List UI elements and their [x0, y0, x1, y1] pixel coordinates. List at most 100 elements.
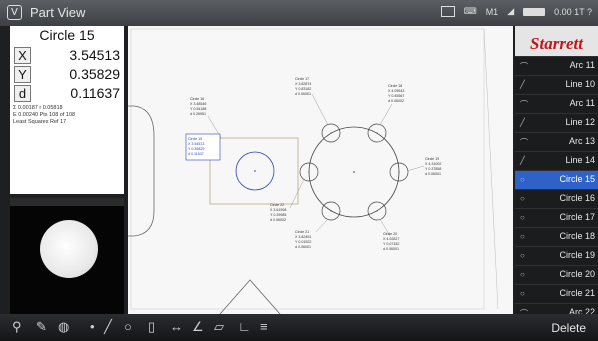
line-tool-icon[interactable]: ╱: [104, 319, 112, 334]
globe-tool-icon[interactable]: ◍: [58, 319, 70, 334]
label-c17-y: Y 0.83182: [295, 87, 311, 91]
window-title: Part View: [30, 5, 86, 20]
feature-list-item-label: Arc 11: [569, 60, 595, 70]
readout-row-d: d 0.11637: [14, 85, 122, 102]
label-c21-title: Circle 21: [295, 230, 309, 234]
feature-list-item[interactable]: ╱ Line 10: [515, 75, 598, 94]
label-c19-d: d 0.06001: [425, 172, 441, 176]
circle-tool-icon[interactable]: ○: [124, 319, 132, 334]
feature-list-item-label: Circle 18: [559, 231, 595, 241]
part-view-canvas[interactable]: Circle 15 X 3.54513 Y 0.35829 d 0.11637 …: [128, 26, 513, 314]
feature-list-item-label: Arc 22: [568, 307, 595, 314]
arc-icon: ⌒: [520, 138, 528, 147]
axis-button-x[interactable]: X: [14, 47, 31, 64]
label-c21-y: Y 0.01522: [295, 240, 311, 244]
line-icon: ╱: [520, 80, 525, 89]
label-c18-x: X 4.09543: [388, 89, 404, 93]
circle-15-label-box: [185, 133, 221, 161]
part-drawing: Circle 15 X 3.54513 Y 0.35829 d 0.11637 …: [128, 28, 499, 314]
feature-list-item[interactable]: ⌒ Arc 13: [515, 132, 598, 151]
logo-area: Starrett: [515, 26, 598, 56]
feature-list-item-label: Arc 11: [569, 98, 595, 108]
distance-tool-icon[interactable]: ↔: [170, 319, 183, 334]
label-c20-d: d 0.06001: [383, 247, 399, 251]
label-c16-title: Circle 16: [190, 97, 204, 101]
readout-value-d: 0.11637: [70, 85, 120, 101]
label-c22-y: Y 0.39985: [270, 213, 286, 217]
camera-part-image: [40, 220, 98, 278]
feature-list-item[interactable]: ○Circle 20: [515, 265, 598, 284]
label-c18-y: Y 0.45567: [388, 94, 404, 98]
line-icon: ╱: [520, 118, 525, 127]
feature-list-item[interactable]: ⌒ Arc 22: [515, 303, 598, 314]
menu-tool-icon[interactable]: ≡: [260, 319, 268, 334]
circle-15: [235, 151, 275, 191]
battery-icon: [523, 7, 546, 16]
circle-icon: ○: [520, 194, 525, 203]
status-values: 0.00 1T ?: [554, 6, 592, 17]
label-c19-x: X 4.31002: [425, 162, 441, 166]
label-circle-20: Circle 20 X 4.02827 Y 0.07152 d 0.06001: [383, 232, 399, 251]
window-icon[interactable]: [440, 6, 455, 17]
label-c15-x: X 3.54513: [188, 142, 204, 146]
feature-list-item-label: Line 10: [565, 79, 595, 89]
circle-icon: ○: [520, 270, 525, 279]
starrett-logo: Starrett: [530, 34, 583, 53]
leader-lines: [207, 93, 425, 237]
keyboard-icon[interactable]: ⌨: [463, 6, 477, 16]
arc-icon: ⌒: [520, 309, 528, 314]
feature-list-item-label: Circle 21: [559, 288, 595, 298]
app-logo-icon[interactable]: V: [7, 5, 22, 20]
readout-value-y: 0.35829: [69, 66, 120, 82]
feature-list-item[interactable]: ○Circle 19: [515, 246, 598, 265]
readout-value-x: 3.54513: [69, 47, 120, 63]
label-circle-17: Circle 17 X 3.82874 Y 0.83182 d 0.06001: [295, 77, 311, 96]
axis-button-y[interactable]: Y: [14, 66, 31, 83]
label-circle-15: Circle 15 X 3.54513 Y 0.35829 d 0.11637: [188, 137, 204, 156]
readout-detail-1: Σ 0.00187 r 0.05818: [13, 105, 63, 111]
point-tool-icon[interactable]: •: [90, 319, 95, 334]
label-c20-title: Circle 20: [383, 232, 397, 236]
slot-tool-icon[interactable]: ▯: [148, 319, 156, 334]
mode-label: M1: [485, 6, 499, 17]
feature-list-item-label: Arc 13: [568, 136, 595, 146]
probe-tool-icon[interactable]: ⚲: [12, 319, 22, 334]
label-c18-title: Circle 18: [388, 84, 402, 88]
axis-button-d[interactable]: d: [14, 85, 31, 102]
feature-list-item[interactable]: ○ Circle 21: [515, 284, 598, 303]
feature-list-item[interactable]: ⌒ Arc 11: [515, 94, 598, 113]
hole-circle-19: [389, 162, 409, 182]
feature-list[interactable]: Starrett ⌒Arc 11╱Line 10⌒Arc 11╱Line 12⌒…: [515, 26, 598, 314]
label-c22-title: Circle 22: [270, 203, 284, 207]
camera-view[interactable]: [10, 198, 124, 314]
edit-tool-icon[interactable]: ✎: [36, 319, 47, 334]
delete-button[interactable]: Delete: [551, 321, 586, 335]
feature-list-item[interactable]: ○Circle 18: [515, 227, 598, 246]
label-c16-x: X 3.48546: [190, 102, 206, 106]
feature-list-item[interactable]: ○Circle 15: [515, 170, 598, 189]
signal-icon: ◢: [507, 6, 515, 16]
feature-list-item[interactable]: ╱Line 14: [515, 151, 598, 170]
angle-tool-icon[interactable]: ∠: [192, 319, 204, 334]
skew-tool-icon[interactable]: ▱: [214, 319, 224, 334]
label-circle-18: Circle 18 X 4.09543 Y 0.45567 d 0.06002: [388, 84, 404, 103]
arc-icon: ⌒: [520, 100, 528, 109]
circle-icon: ○: [520, 175, 525, 184]
bottom-triangle: [219, 279, 281, 314]
feature-list-item[interactable]: ╱Line 12: [515, 113, 598, 132]
edge-line: [483, 28, 499, 310]
readout-row-x: X 3.54513: [14, 47, 122, 64]
feature-list-item[interactable]: ○Circle 17: [515, 208, 598, 227]
label-c16-y: Y 0.54188: [190, 107, 206, 111]
label-c19-y: Y 0.37858: [425, 167, 441, 171]
feature-list-item[interactable]: ⌒Arc 11: [515, 56, 598, 75]
label-circle-16: Circle 16 X 3.48546 Y 0.54188 d 0.26951: [190, 97, 206, 116]
label-c18-d: d 0.06002: [388, 99, 404, 103]
feature-readout: Circle 15 X 3.54513 Y 0.35829 d 0.11637 …: [10, 26, 124, 194]
label-c21-x: X 3.82451: [295, 235, 311, 239]
label-circle-19: Circle 19 X 4.31002 Y 0.37858 d 0.06001: [425, 157, 441, 176]
circle-icon: ○: [520, 289, 525, 298]
feature-list-item-label: Circle 17: [559, 212, 595, 222]
corner-tool-icon[interactable]: ∟: [238, 319, 251, 334]
feature-list-item[interactable]: ○Circle 16: [515, 189, 598, 208]
